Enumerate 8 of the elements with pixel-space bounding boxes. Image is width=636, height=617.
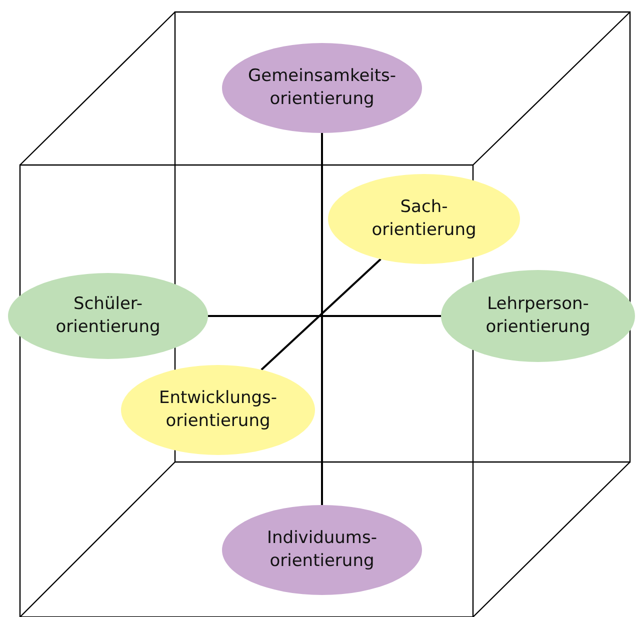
node-text: Sach- orientierung [370, 196, 478, 242]
node-text: Schüler- orientierung [54, 293, 162, 339]
node-text: Lehrperson- orientierung [484, 293, 592, 339]
node-text: Entwicklungs- orientierung [158, 387, 278, 433]
node-text: Gemeinsamkeits- orientierung [247, 65, 397, 111]
connector-line [260, 258, 382, 370]
node-text: Individuums- orientierung [266, 527, 378, 573]
connector-line [321, 133, 323, 505]
